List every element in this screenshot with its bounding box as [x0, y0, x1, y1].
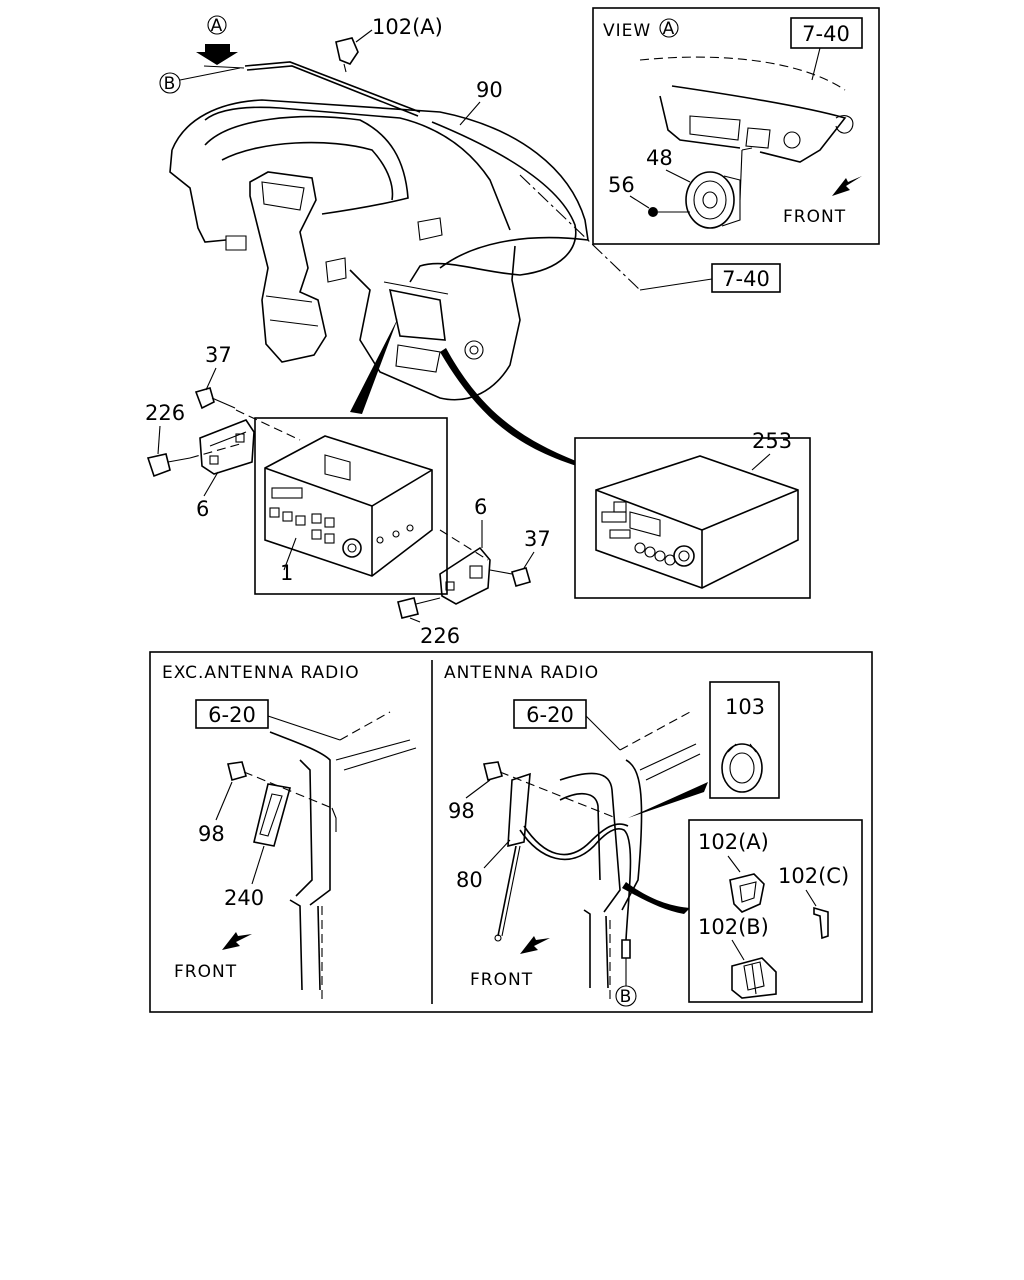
view-a-marker: A	[211, 16, 224, 36]
view-a-title: VIEW	[603, 21, 651, 41]
grommet-103-panel: 103	[709, 681, 780, 799]
exc-antenna-panel: EXC.ANTENNA RADIO 6-20 98 240 FRONT	[162, 663, 417, 1000]
exc-antenna-title: EXC.ANTENNA RADIO	[162, 663, 360, 683]
antenna-panel: ANTENNA RADIO 6-20 B 98 80 FRONT	[444, 663, 708, 1007]
svg-text:B: B	[164, 74, 177, 94]
view-b-marker-top: B	[159, 67, 241, 94]
label-226-bottom: 226	[420, 624, 460, 648]
label-98-right: 98	[448, 799, 475, 823]
label-37-right: 37	[524, 527, 551, 551]
clip-detail-panel: 102(A) 102(C) 102(B)	[688, 819, 863, 1003]
label-98-left: 98	[198, 822, 225, 846]
label-48: 48	[646, 146, 673, 170]
front-label-left: FRONT	[174, 962, 237, 982]
b-marker-bottom: B	[620, 987, 633, 1007]
svg-text:A: A	[663, 19, 676, 39]
radio-253-panel: 253	[440, 348, 811, 599]
view-a-arrow: A	[196, 15, 238, 65]
label-102a: 102(A)	[372, 15, 443, 39]
front-label-right: FRONT	[470, 970, 533, 990]
front-label-view-a: FRONT	[783, 207, 846, 227]
label-240: 240	[224, 886, 264, 910]
label-102b-detail: 102(B)	[698, 915, 769, 939]
label-102c-detail: 102(C)	[778, 864, 849, 888]
view-a-panel: VIEW A 7-40 48 56 FRONT	[592, 7, 880, 245]
ref-6-20-right: 6-20	[526, 703, 574, 727]
label-103: 103	[725, 695, 765, 719]
left-bracket-group: 37 226 6	[145, 343, 301, 521]
antenna-title: ANTENNA RADIO	[444, 663, 599, 683]
ref-6-20-left: 6-20	[208, 703, 256, 727]
label-80: 80	[456, 868, 483, 892]
label-102a-detail: 102(A)	[698, 830, 769, 854]
ref-7-40-dash: 7-40	[722, 267, 770, 291]
label-56: 56	[608, 173, 635, 197]
label-226-left: 226	[145, 401, 185, 425]
ref-7-40-top: 7-40	[802, 22, 850, 46]
right-bracket-group: 6 37 226	[397, 495, 551, 648]
label-6-left: 6	[196, 497, 209, 521]
label-37-left: 37	[205, 343, 232, 367]
radio-1-panel: 1	[254, 318, 448, 595]
label-253: 253	[752, 429, 792, 453]
label-1: 1	[280, 561, 293, 585]
label-6-right: 6	[474, 495, 487, 519]
label-90: 90	[476, 78, 503, 102]
